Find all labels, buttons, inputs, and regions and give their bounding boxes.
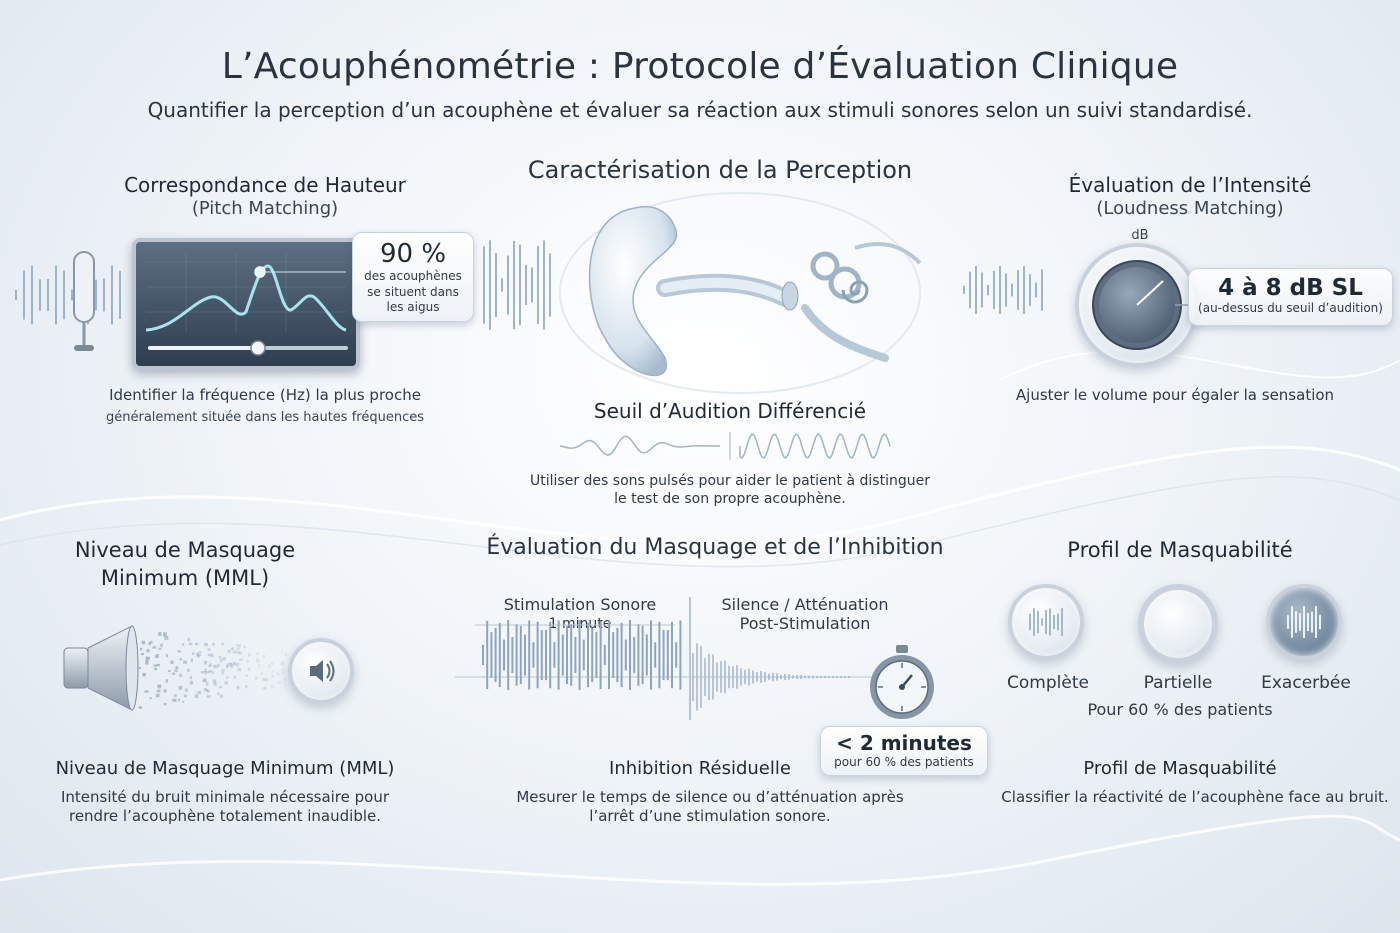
mml-label: Niveau de Masquage Minimum (MML) (55, 758, 395, 779)
pitch-title: Correspondance de Hauteur (124, 173, 406, 197)
masquability-share: Pour 60 % des patients (1087, 700, 1273, 719)
mml-desc-line1: Intensité du bruit minimale nécessaire p… (60, 788, 390, 806)
inhibition-desc-line1: Mesurer le temps de silence ou d’atténua… (516, 788, 904, 806)
loudness-desc: Ajuster le volume pour égaler la sensati… (1015, 386, 1335, 404)
threshold-title: Seuil d’Audition Différencié (593, 399, 867, 423)
masquability-desc: Classifier la réactivité de l’acouphène … (1001, 788, 1389, 806)
page-title: L’Acouphénométrie : Protocole d’Évaluati… (221, 46, 1179, 87)
microphone-icon (73, 251, 95, 351)
inhibition-title: Évaluation du Masquage et de l’Inhibitio… (486, 535, 944, 560)
perception-title: Caractérisation de la Perception (527, 156, 913, 184)
mml-title-line2: Minimum (MML) (100, 566, 270, 590)
pitch-callout-line2: se situent dans (367, 284, 459, 299)
option-exacerbated-label: Exacerbée (1261, 673, 1351, 693)
volume-knob[interactable] (1075, 243, 1199, 367)
pulsed-tone-waveform (560, 432, 891, 460)
soundwave-icon (1287, 606, 1321, 638)
soundwave-icon (1029, 608, 1063, 636)
loudness-callout: 4 à 8 dB SL (au-dessus du seuil d’auditi… (1188, 268, 1393, 326)
pitch-subtitle: (Pitch Matching) (191, 198, 339, 219)
speaker-noise-illustration (63, 625, 288, 711)
inhibition-callout: < 2 minutes pour 60 % des patients (820, 726, 988, 776)
ear-anatomy-illustration (559, 192, 922, 394)
option-partial-label: Partielle (1143, 673, 1213, 693)
masquability-title: Profil de Masquabilité (1067, 538, 1293, 562)
stimulation-waveform (455, 597, 875, 720)
masquability-label: Profil de Masquabilité (1083, 758, 1277, 779)
pitch-monitor (132, 238, 360, 370)
pitch-desc-sub: généralement située dans les hautes fréq… (106, 410, 424, 425)
perception-desc-line1: Utiliser des sons pulsés pour aider le p… (530, 473, 930, 489)
stimulation-label: Stimulation Sonore (503, 595, 657, 614)
frequency-slider-knob[interactable] (250, 340, 266, 356)
inhibition-duration: < 2 minutes (836, 731, 972, 755)
pitch-desc-main: Identifier la fréquence (Hz) la plus pro… (109, 386, 421, 404)
option-complete-circle[interactable] (1008, 584, 1084, 660)
inhibition-desc-line2: l’arrêt d’une stimulation sonore. (589, 807, 831, 825)
silence-label-line2: Post-Stimulation (739, 614, 871, 633)
frequency-graph (145, 252, 348, 356)
option-partial-circle[interactable] (1138, 584, 1218, 664)
loudness-value: 4 à 8 dB SL (1218, 275, 1363, 301)
mute-speaker-button[interactable] (288, 638, 354, 704)
loudness-subtitle: (Loudness Matching) (1096, 198, 1284, 219)
inhibition-callout-note: pour 60 % des patients (834, 755, 974, 769)
mml-title-line1: Niveau de Masquage (74, 538, 296, 562)
knob-label: dB (1131, 228, 1149, 243)
loudness-value-note: (au-dessus du seuil d’audition) (1198, 301, 1383, 315)
option-exacerbated-circle[interactable] (1266, 584, 1342, 660)
pitch-callout-line3: les aigus (386, 300, 440, 315)
pitch-percentage: 90 % (379, 239, 447, 269)
soundwave-icon (483, 240, 551, 330)
speaker-icon (310, 660, 335, 682)
silence-label-line1: Silence / Atténuation (721, 595, 889, 614)
stopwatch-icon (870, 645, 934, 719)
volume-knob-face (1092, 260, 1189, 350)
mml-desc-line2: rendre l’acouphène totalement inaudible. (68, 807, 382, 825)
soundwave-icon (963, 266, 1043, 314)
pitch-callout: 90 % des acouphènes se situent dans les … (352, 232, 474, 322)
inhibition-label: Inhibition Résiduelle (609, 758, 791, 779)
perception-desc-line2: le test de son propre acouphène. (614, 491, 846, 507)
pitch-callout-line1: des acouphènes (364, 269, 462, 283)
option-complete-label: Complète (1007, 673, 1089, 693)
page-subtitle: Quantifier la perception d’un acouphène … (147, 98, 1253, 122)
loudness-title: Évaluation de l’Intensité (1068, 173, 1312, 197)
